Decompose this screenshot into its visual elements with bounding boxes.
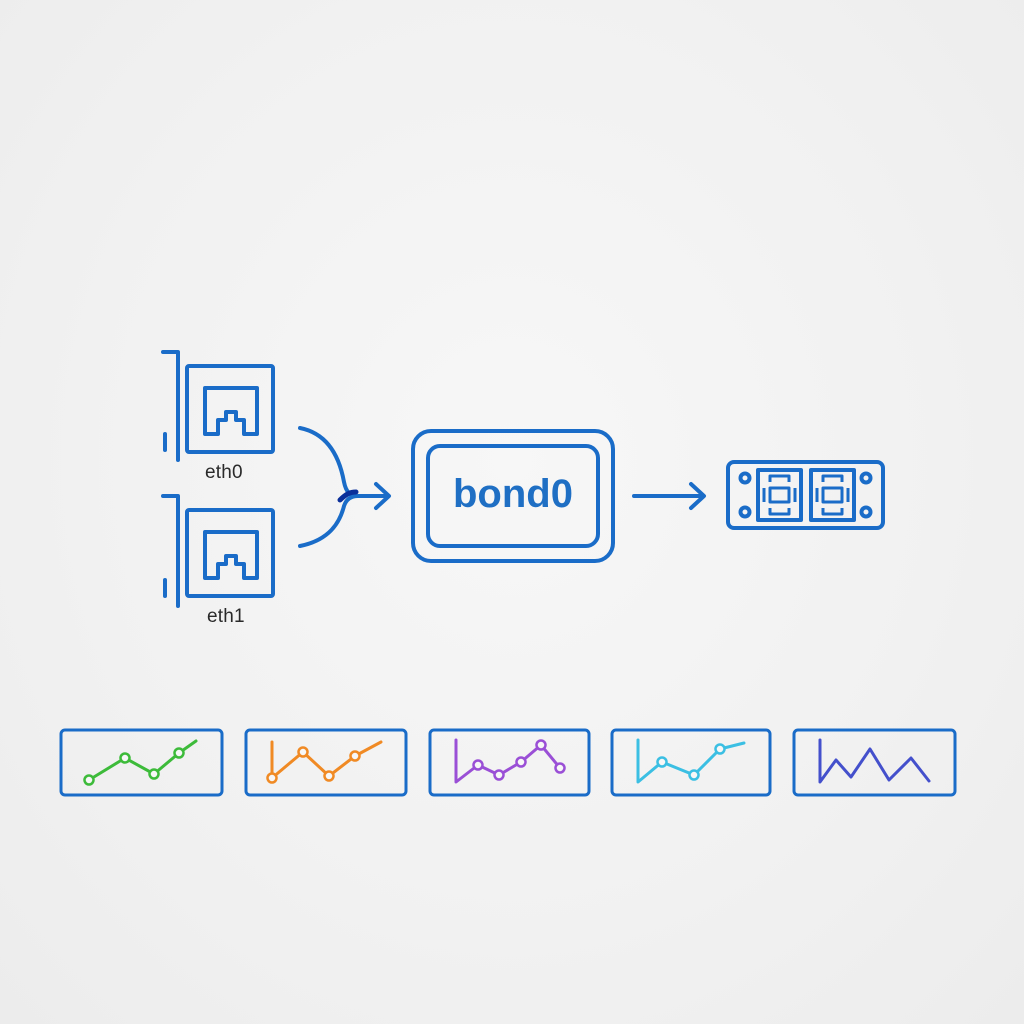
eth0-label: eth0 bbox=[205, 462, 243, 483]
arrow-right-icon bbox=[689, 482, 706, 510]
traffic-panel-orange bbox=[244, 728, 408, 797]
merge-connector bbox=[298, 426, 388, 548]
arrow-to-switch bbox=[632, 482, 706, 510]
traffic-panel-indigo bbox=[792, 728, 957, 797]
eth0-network-card-icon bbox=[161, 350, 275, 462]
eth1-label: eth1 bbox=[207, 606, 245, 627]
bond0-interface-box bbox=[411, 429, 615, 563]
eth1-network-card-icon bbox=[161, 494, 275, 608]
traffic-panel-purple bbox=[428, 728, 591, 797]
traffic-panel-cyan bbox=[610, 728, 772, 797]
bond0-label: bond0 bbox=[453, 472, 573, 516]
traffic-panel-green bbox=[59, 728, 224, 797]
network-switch-icon bbox=[726, 460, 885, 530]
arrow-right-icon bbox=[374, 482, 391, 510]
